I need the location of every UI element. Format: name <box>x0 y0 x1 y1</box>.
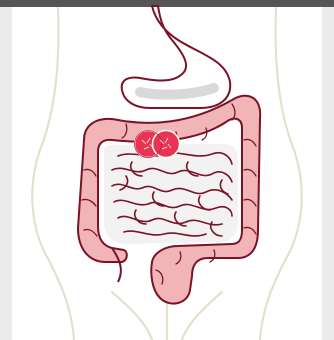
highlight-marker-icon <box>135 131 180 158</box>
small-intestine-icon <box>104 144 238 244</box>
stomach-icon <box>122 6 231 108</box>
